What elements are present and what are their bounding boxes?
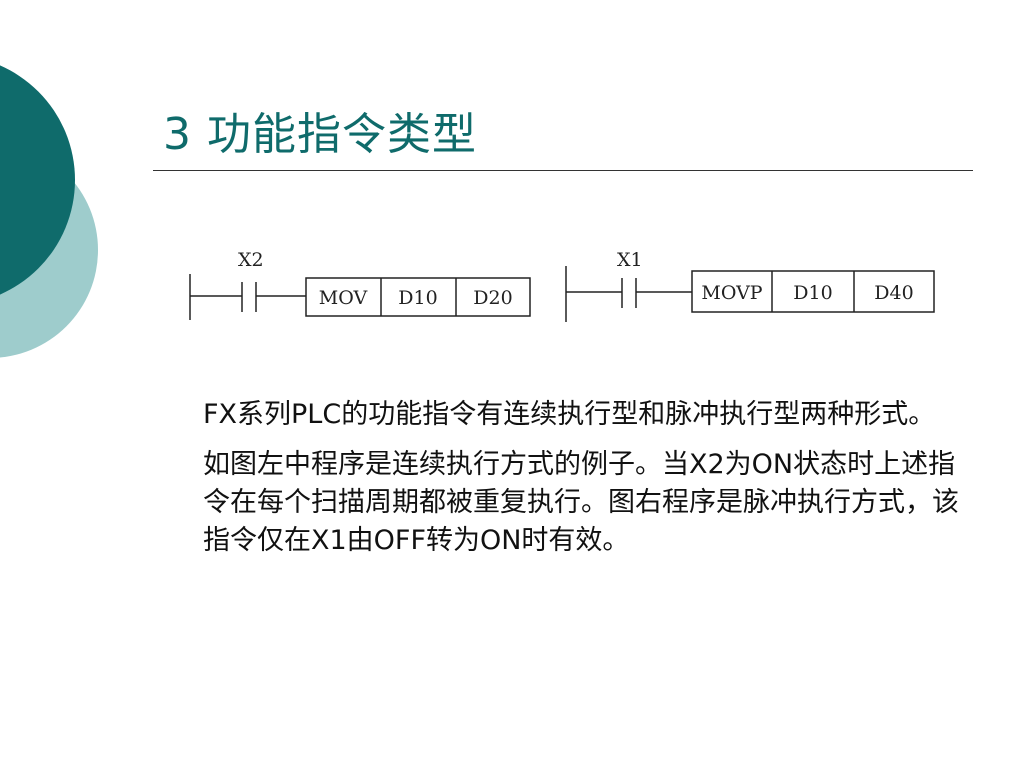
contact-label-x1: X1 <box>617 249 643 271</box>
dark-circle <box>0 65 75 295</box>
paragraph: 如图左中程序是连续执行方式的例子。当X2为ON状态时上述指令在每个扫描周期都被重… <box>203 449 959 556</box>
contact-label-x2: X2 <box>238 249 264 271</box>
operand-cell: D40 <box>874 282 913 304</box>
ladder-diagram-right: X1 MOVP D10 D40 <box>565 249 935 322</box>
instruction-cell: MOVP <box>701 282 762 304</box>
operand-cell: D10 <box>398 287 437 309</box>
decorative-circles <box>0 65 98 358</box>
instruction-cell: MOV <box>319 287 368 309</box>
title-divider <box>153 170 973 171</box>
slide-title: 3 功能指令类型 <box>163 109 477 160</box>
paragraph: FX系列PLC的功能指令有连续执行型和脉冲执行型两种形式。 <box>203 399 936 430</box>
ladder-diagram-left: X2 MOV D10 D20 <box>189 249 531 320</box>
body-text: FX系列PLC的功能指令有连续执行型和脉冲执行型两种形式。 如图左中程序是连续执… <box>203 396 973 572</box>
operand-cell: D10 <box>793 282 832 304</box>
operand-cell: D20 <box>473 287 512 309</box>
